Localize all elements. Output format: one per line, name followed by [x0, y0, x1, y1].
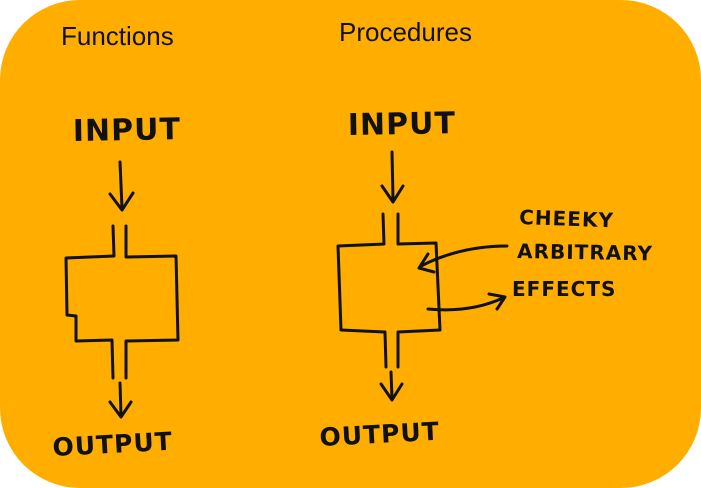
functions-heading: Functions [61, 21, 174, 51]
functions-output-label: OUTPUT [52, 427, 174, 462]
functions-diagram: INPUT OUTPUT [52, 112, 181, 462]
procedures-heading: Procedures [339, 17, 472, 47]
functions-input-arrow [108, 160, 135, 212]
side-effects-label-line3: EFFECTS [512, 277, 616, 301]
effects-out-arrow [426, 292, 507, 312]
side-effects-label-line2: ARBITRARY [517, 239, 653, 265]
procedures-output-arrow [379, 370, 404, 402]
procedures-diagram: INPUT OUTPUT [319, 106, 653, 452]
functions-box [64, 224, 180, 380]
functions-input-label: INPUT [73, 112, 182, 149]
procedures-input-arrow [380, 150, 405, 204]
procedures-input-label: INPUT [348, 106, 457, 143]
side-effects-label-line1: CHEEKY [519, 205, 615, 232]
procedures-box [336, 212, 442, 369]
effects-in-arrow [417, 244, 509, 274]
functions-output-arrow [108, 381, 133, 419]
procedures-output-label: OUTPUT [319, 417, 441, 452]
